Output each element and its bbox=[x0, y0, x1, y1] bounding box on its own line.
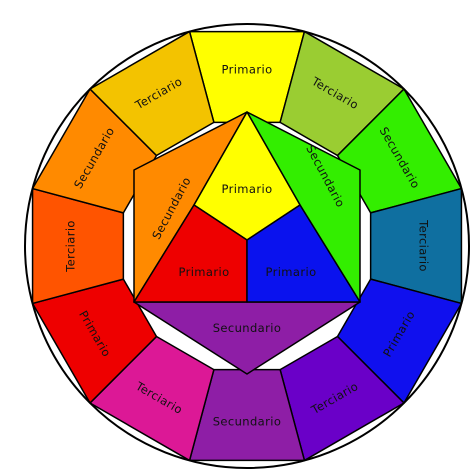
outer-ring: PrimarioTerciarioSecundarioTerciarioPrim… bbox=[24, 23, 470, 469]
inner-blue-label: Primario bbox=[265, 265, 316, 279]
inner-red-label: Primario bbox=[178, 265, 229, 279]
inner-blue-primary bbox=[246, 204, 361, 303]
outer-segment-label-1: Primario bbox=[221, 63, 272, 77]
inner-purple-label: Secundario bbox=[213, 321, 282, 335]
inner-triangle-figure: Primario Primario Primario Secundario Se… bbox=[133, 111, 361, 375]
outer-ring-border bbox=[24, 23, 470, 469]
outer-segment-label-10: Terciario bbox=[64, 220, 78, 273]
outer-segment-label-7: Secundario bbox=[213, 415, 282, 429]
outer-segment-12 bbox=[89, 30, 215, 157]
outer-segment-label-4: Terciario bbox=[417, 219, 431, 272]
inner-yellow-label: Primario bbox=[221, 182, 272, 196]
